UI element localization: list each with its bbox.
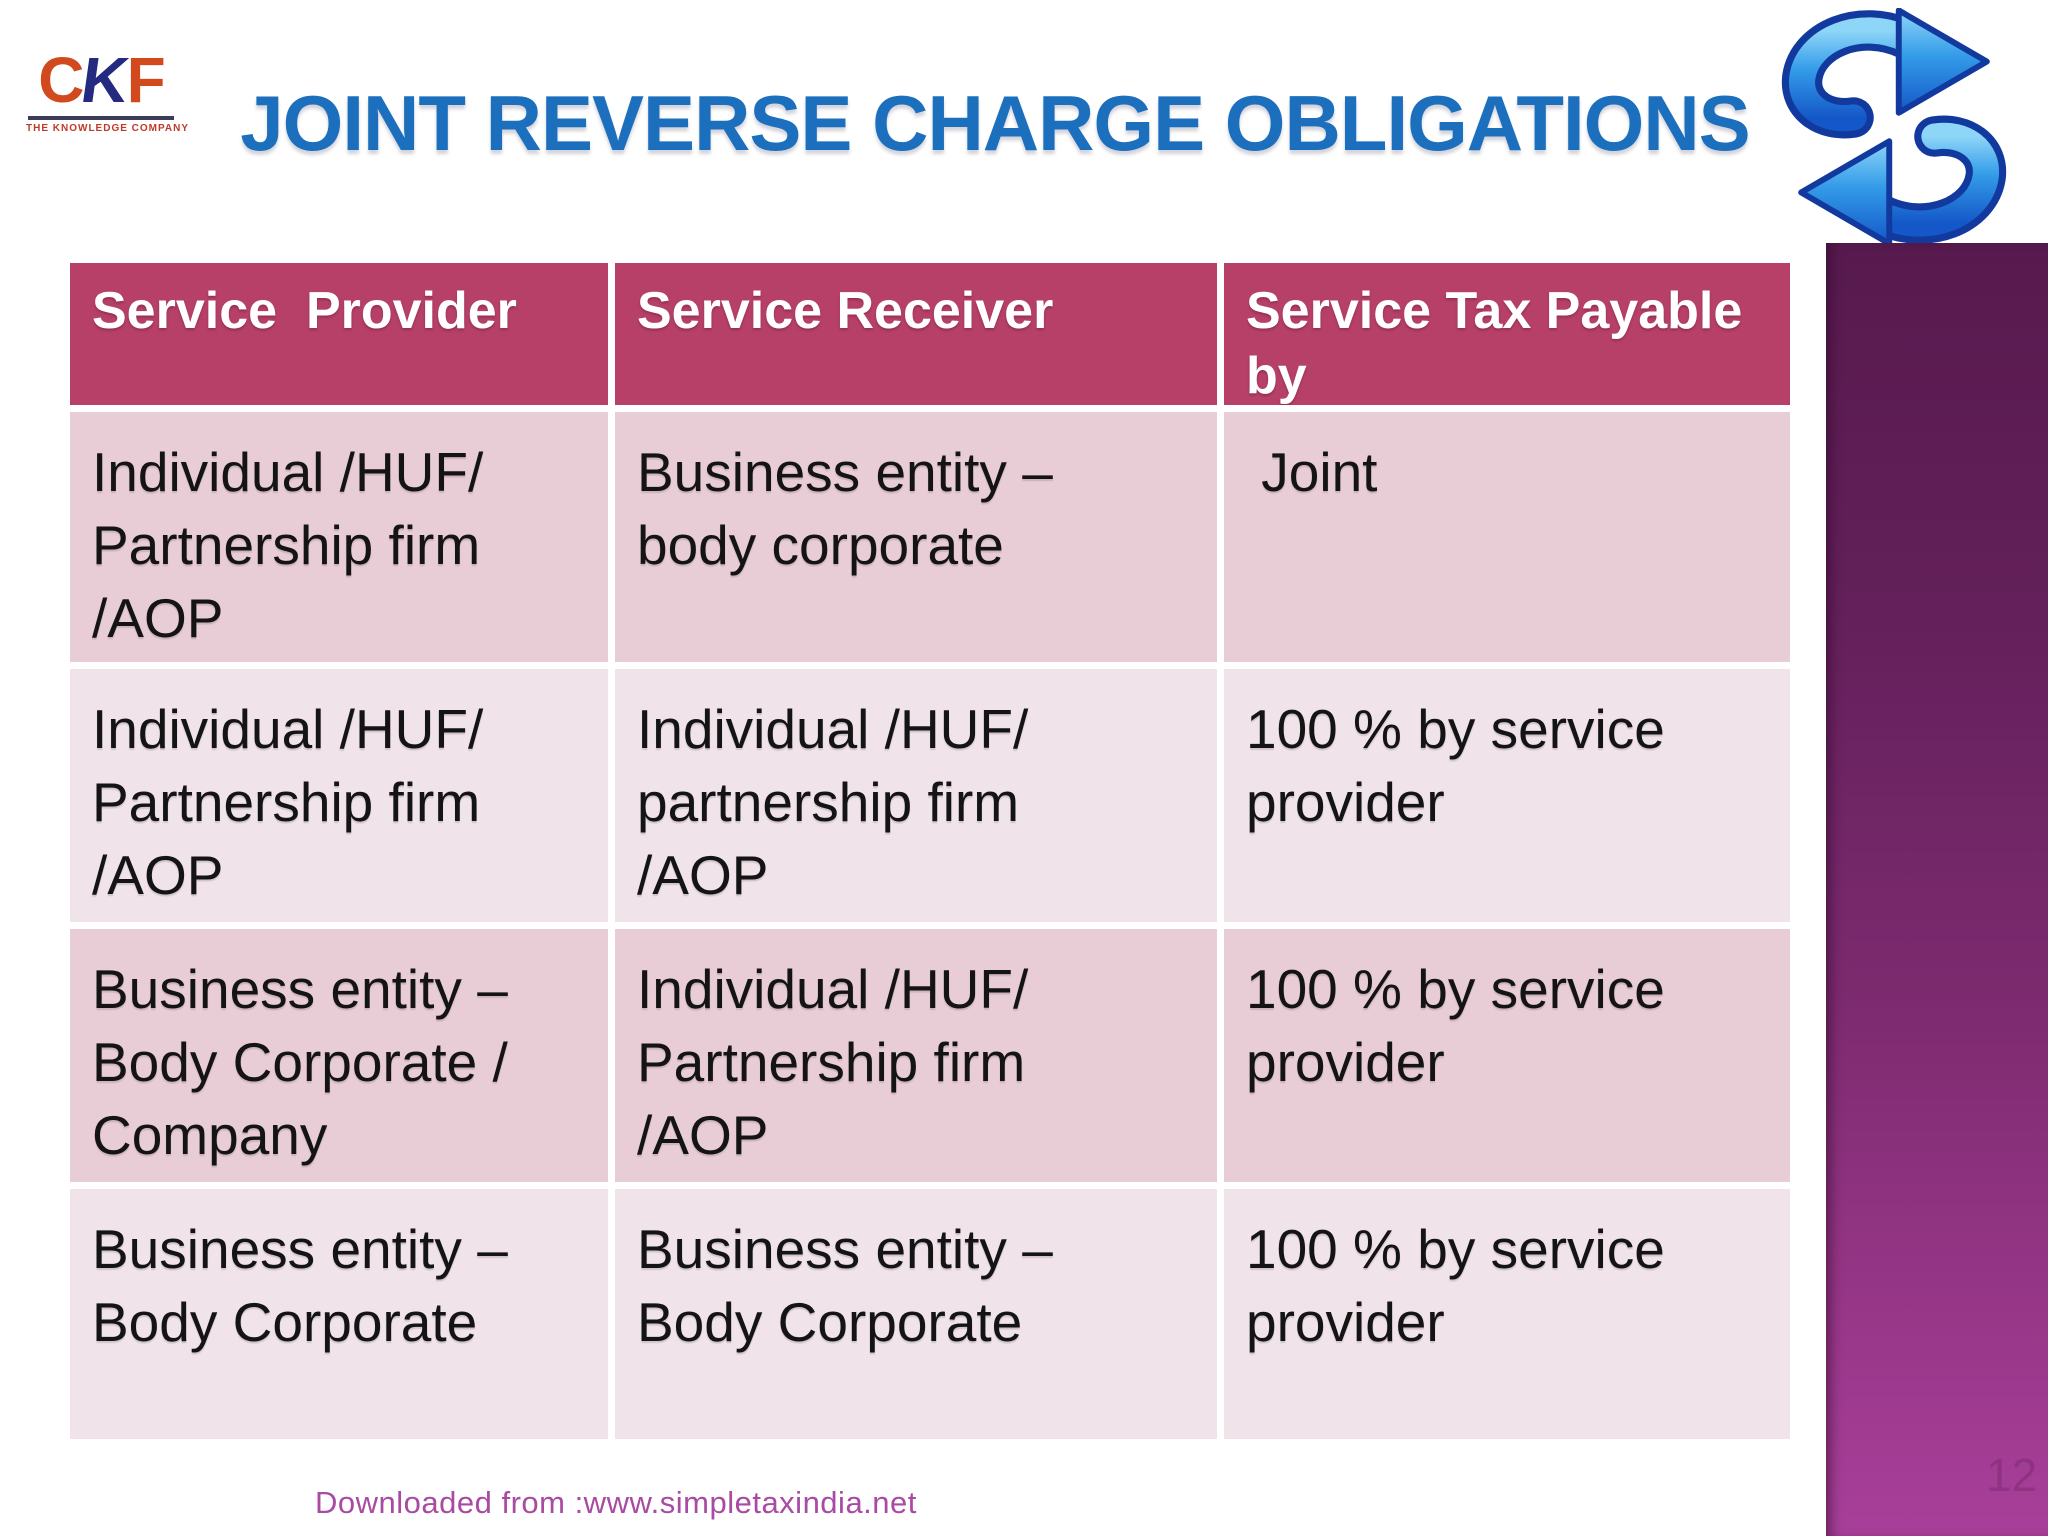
table-cell: 100 % by service provider [1224, 669, 1790, 922]
column-header-service-receiver: Service Receiver [615, 263, 1217, 405]
column-header-tax-payable-by: Service Tax Payable by [1224, 263, 1790, 405]
column-header-service-provider: Service Provider [70, 263, 608, 405]
footer-source-text: Downloaded from :www.simpletaxindia.net [315, 1485, 917, 1520]
slide-title: JOINT REVERSE CHARGE OBLIGATIONS [240, 78, 1750, 167]
table-cell: Individual /HUF/ partnership firm /AOP [615, 669, 1217, 922]
swap-arrow-bottom [1798, 115, 2007, 246]
logo-letter-f: F [126, 44, 166, 116]
swap-arrow-top [1781, 8, 1990, 139]
table-cell: Individual /HUF/ Partnership firm /AOP [70, 669, 608, 922]
logo-divider [28, 116, 174, 120]
table-cell: Business entity – Body Corporate / Compa… [70, 929, 608, 1182]
reverse-charge-table: Service Provider Service Receiver Servic… [70, 263, 1790, 1439]
table-cell: Business entity – Body Corporate [70, 1189, 608, 1439]
slide-number: 12 [1986, 1449, 2038, 1501]
swap-arrows-icon [1781, 8, 2007, 246]
logo-letter-k: K [77, 44, 132, 116]
table-cell: 100 % by service provider [1224, 929, 1790, 1182]
decorative-sidebar: 12 [1826, 243, 2048, 1536]
table-cell: Individual /HUF/ Partnership firm /AOP [615, 929, 1217, 1182]
ckf-logo-letters: CKF [26, 44, 176, 116]
table-cell: Business entity – Body Corporate [615, 1189, 1217, 1439]
logo-letter-c: C [38, 44, 84, 116]
table-cell: Joint [1224, 412, 1790, 662]
ckf-logo: CKF THE KNOWLEDGE COMPANY [26, 44, 190, 134]
table-cell: Business entity – body corporate [615, 412, 1217, 662]
logo-tagline: THE KNOWLEDGE COMPANY [26, 123, 190, 134]
table-cell: 100 % by service provider [1224, 1189, 1790, 1439]
table-cell: Individual /HUF/ Partnership firm /AOP [70, 412, 608, 662]
